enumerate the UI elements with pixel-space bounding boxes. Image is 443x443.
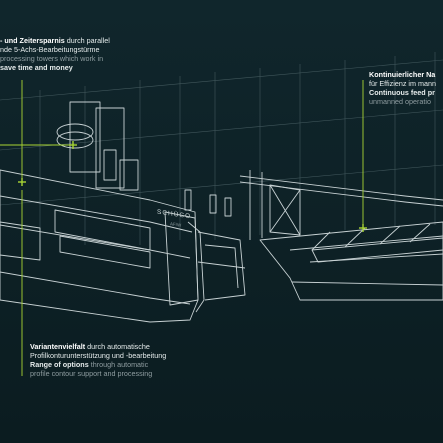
callout-bottom-line3-rest: through automatic <box>88 360 149 369</box>
callout-top-left-line3: processing towers which work in <box>0 54 104 63</box>
callout-bottom-line2: Profilkonturunterstützung und -bearbeitu… <box>30 351 167 360</box>
callout-top-right-title: Kontinuierlicher Na <box>369 70 436 79</box>
callout-range-of-options: Variantenvielfalt durch automatische Pro… <box>30 342 166 378</box>
callout-top-right-line4: unmanned operatio <box>369 97 431 106</box>
callout-top-left-title: - und Zeitersparnis <box>0 36 65 45</box>
callout-continuous-feed: Kontinuierlicher Na für Effizienz im man… <box>369 70 436 106</box>
callout-bottom-title: Variantenvielfalt <box>30 342 86 351</box>
callout-top-right-line2: für Effizienz im mann <box>369 79 436 88</box>
callout-top-left-title-rest: durch parallel <box>64 36 110 45</box>
callout-bottom-title-rest: durch automatische <box>85 342 150 351</box>
callout-bottom-line3-bold: Range of options <box>30 360 89 369</box>
callout-bottom-line4: profile contour support and processing <box>30 369 153 378</box>
callout-top-right-line3: Continuous feed pr <box>369 88 435 97</box>
callout-top-left-line2: nde 5-Achs-Bearbeitungstürme <box>0 45 100 54</box>
callout-parallel-processing: - und Zeitersparnis durch parallel nde 5… <box>0 36 110 72</box>
callout-top-left-line4: save time and money <box>0 63 73 72</box>
